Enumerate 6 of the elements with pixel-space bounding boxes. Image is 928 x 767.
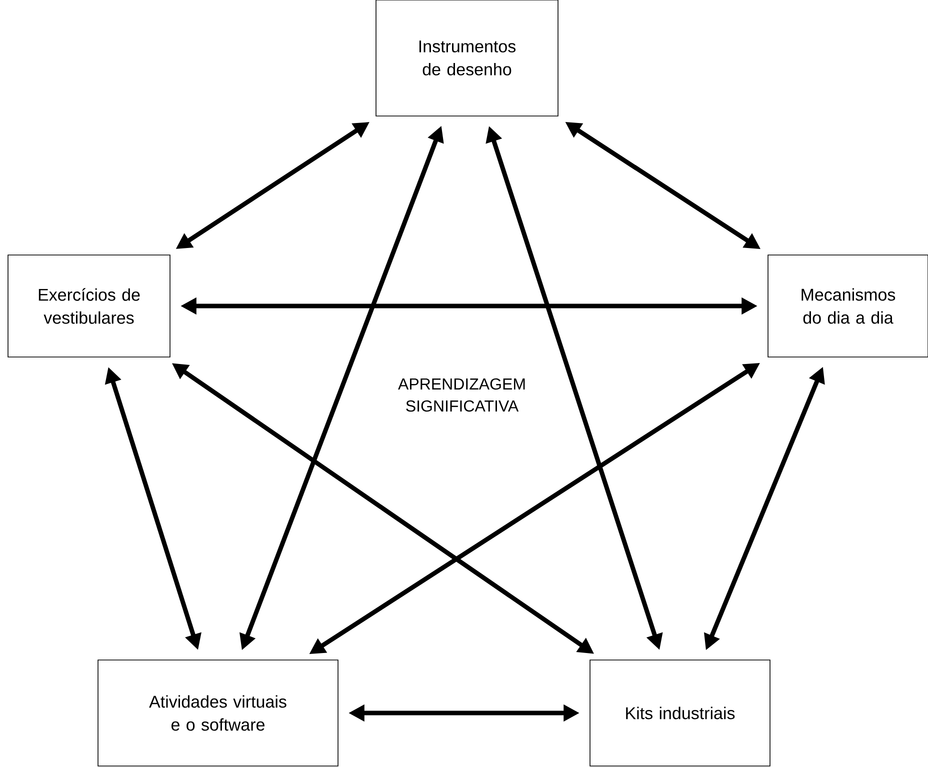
center-label: APRENDIZAGEM SIGNIFICATIVA [398,378,525,412]
concept-box: Atividades virtuais e o software [98,660,338,766]
concept-box: Mecanismos do dia a dia [768,254,928,358]
concept-box: Kits industriais [590,660,770,766]
concept-box: Exercícios de vestibulares [8,254,170,358]
concept-box: Instrumentos de desenho [376,0,558,116]
